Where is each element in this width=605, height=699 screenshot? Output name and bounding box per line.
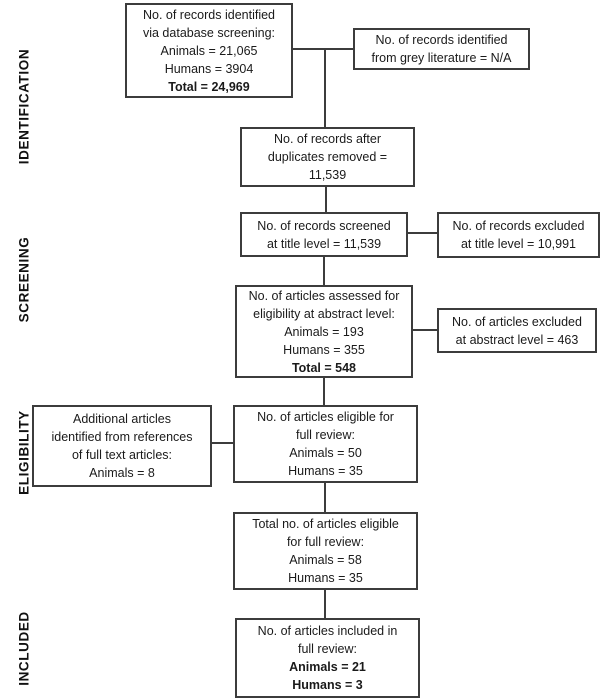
box-line: Animals = 8 (89, 466, 155, 480)
box-records-grey-literature: No. of records identified from grey lite… (353, 28, 530, 70)
box-articles-eligible-full-review: No. of articles eligible for full review… (233, 405, 418, 483)
box-line: 11,539 (308, 168, 347, 182)
box-line: Animals = 193 (284, 324, 364, 339)
box-records-after-duplicates-removed: No. of records after duplicates removed … (240, 127, 415, 187)
box-records-screened-title-level: No. of records screened at title level =… (240, 212, 408, 257)
box-line: No. of articles excluded (452, 314, 582, 329)
box-additional-articles-from-references: Additional articles identified from refe… (32, 405, 212, 487)
box-line: Humans = 35 (288, 464, 363, 478)
connector-abstract-to-abstract-excluded (413, 329, 437, 331)
stage-label-eligibility: ELIGIBILITY (16, 410, 32, 495)
box-line: Animals = 58 (289, 553, 362, 567)
connector-title-screen-to-title-excluded (408, 232, 437, 234)
box-line-animals-total: Animals = 21 (289, 660, 366, 674)
box-articles-included-full-review: No. of articles included in full review:… (235, 618, 420, 698)
box-line: No. of records identified (142, 7, 275, 22)
box-line: duplicates removed = (267, 150, 388, 164)
connector-eligible-to-total-eligible (324, 483, 326, 512)
box-line: Animals = 21,065 (160, 43, 258, 58)
box-line: No. of articles included in (257, 624, 398, 638)
stage-label-included: INCLUDED (16, 611, 32, 686)
box-line: Humans = 355 (283, 342, 365, 357)
connector-db-to-duplicates (324, 48, 326, 127)
box-line: Humans = 3904 (164, 61, 254, 76)
box-line: No. of articles assessed for (248, 288, 400, 303)
box-line: full review: (295, 428, 356, 442)
box-line: No. of records after (274, 132, 381, 146)
connector-db-to-grey-literature (293, 48, 353, 50)
connector-duplicates-to-title-screen (325, 187, 327, 212)
box-line: identified from references (51, 430, 193, 444)
connector-total-eligible-to-included (324, 590, 326, 618)
box-records-database-screening: No. of records identified via database s… (125, 3, 293, 98)
box-line-humans-total: Humans = 3 (292, 678, 363, 692)
box-line: at title level = 10,991 (460, 237, 576, 251)
box-line-total: Total = 548 (291, 360, 357, 375)
connector-title-screen-to-abstract (323, 257, 325, 285)
box-line: Additional articles (73, 412, 171, 426)
box-line: via database screening: (142, 25, 276, 40)
box-records-excluded-title-level: No. of records excluded at title level =… (437, 212, 600, 258)
box-line: at title level = 11,539 (266, 236, 382, 251)
box-line: Total no. of articles eligible (252, 517, 399, 531)
box-line: Animals = 50 (289, 446, 362, 460)
box-line: for full review: (286, 535, 365, 549)
box-line: No. of records identified (375, 33, 508, 47)
box-line-total: Total = 24,969 (168, 79, 250, 94)
box-line: at abstract level = 463 (455, 332, 579, 347)
connector-abstract-to-eligible (323, 378, 325, 405)
box-line: of full text articles: (71, 448, 173, 462)
box-articles-assessed-abstract-level: No. of articles assessed for eligibility… (235, 285, 413, 378)
box-line: from grey literature = N/A (371, 51, 512, 65)
box-line: eligibility at abstract level: (253, 306, 395, 321)
box-articles-excluded-abstract-level: No. of articles excluded at abstract lev… (437, 308, 597, 353)
box-line: full review: (297, 642, 358, 656)
connector-additional-to-eligible (212, 442, 233, 444)
box-line: Humans = 35 (288, 571, 363, 585)
box-total-articles-eligible-full-review: Total no. of articles eligible for full … (233, 512, 418, 590)
box-line: No. of articles eligible for (257, 410, 394, 424)
box-line: No. of records excluded (452, 219, 585, 233)
box-line: No. of records screened (257, 218, 391, 233)
